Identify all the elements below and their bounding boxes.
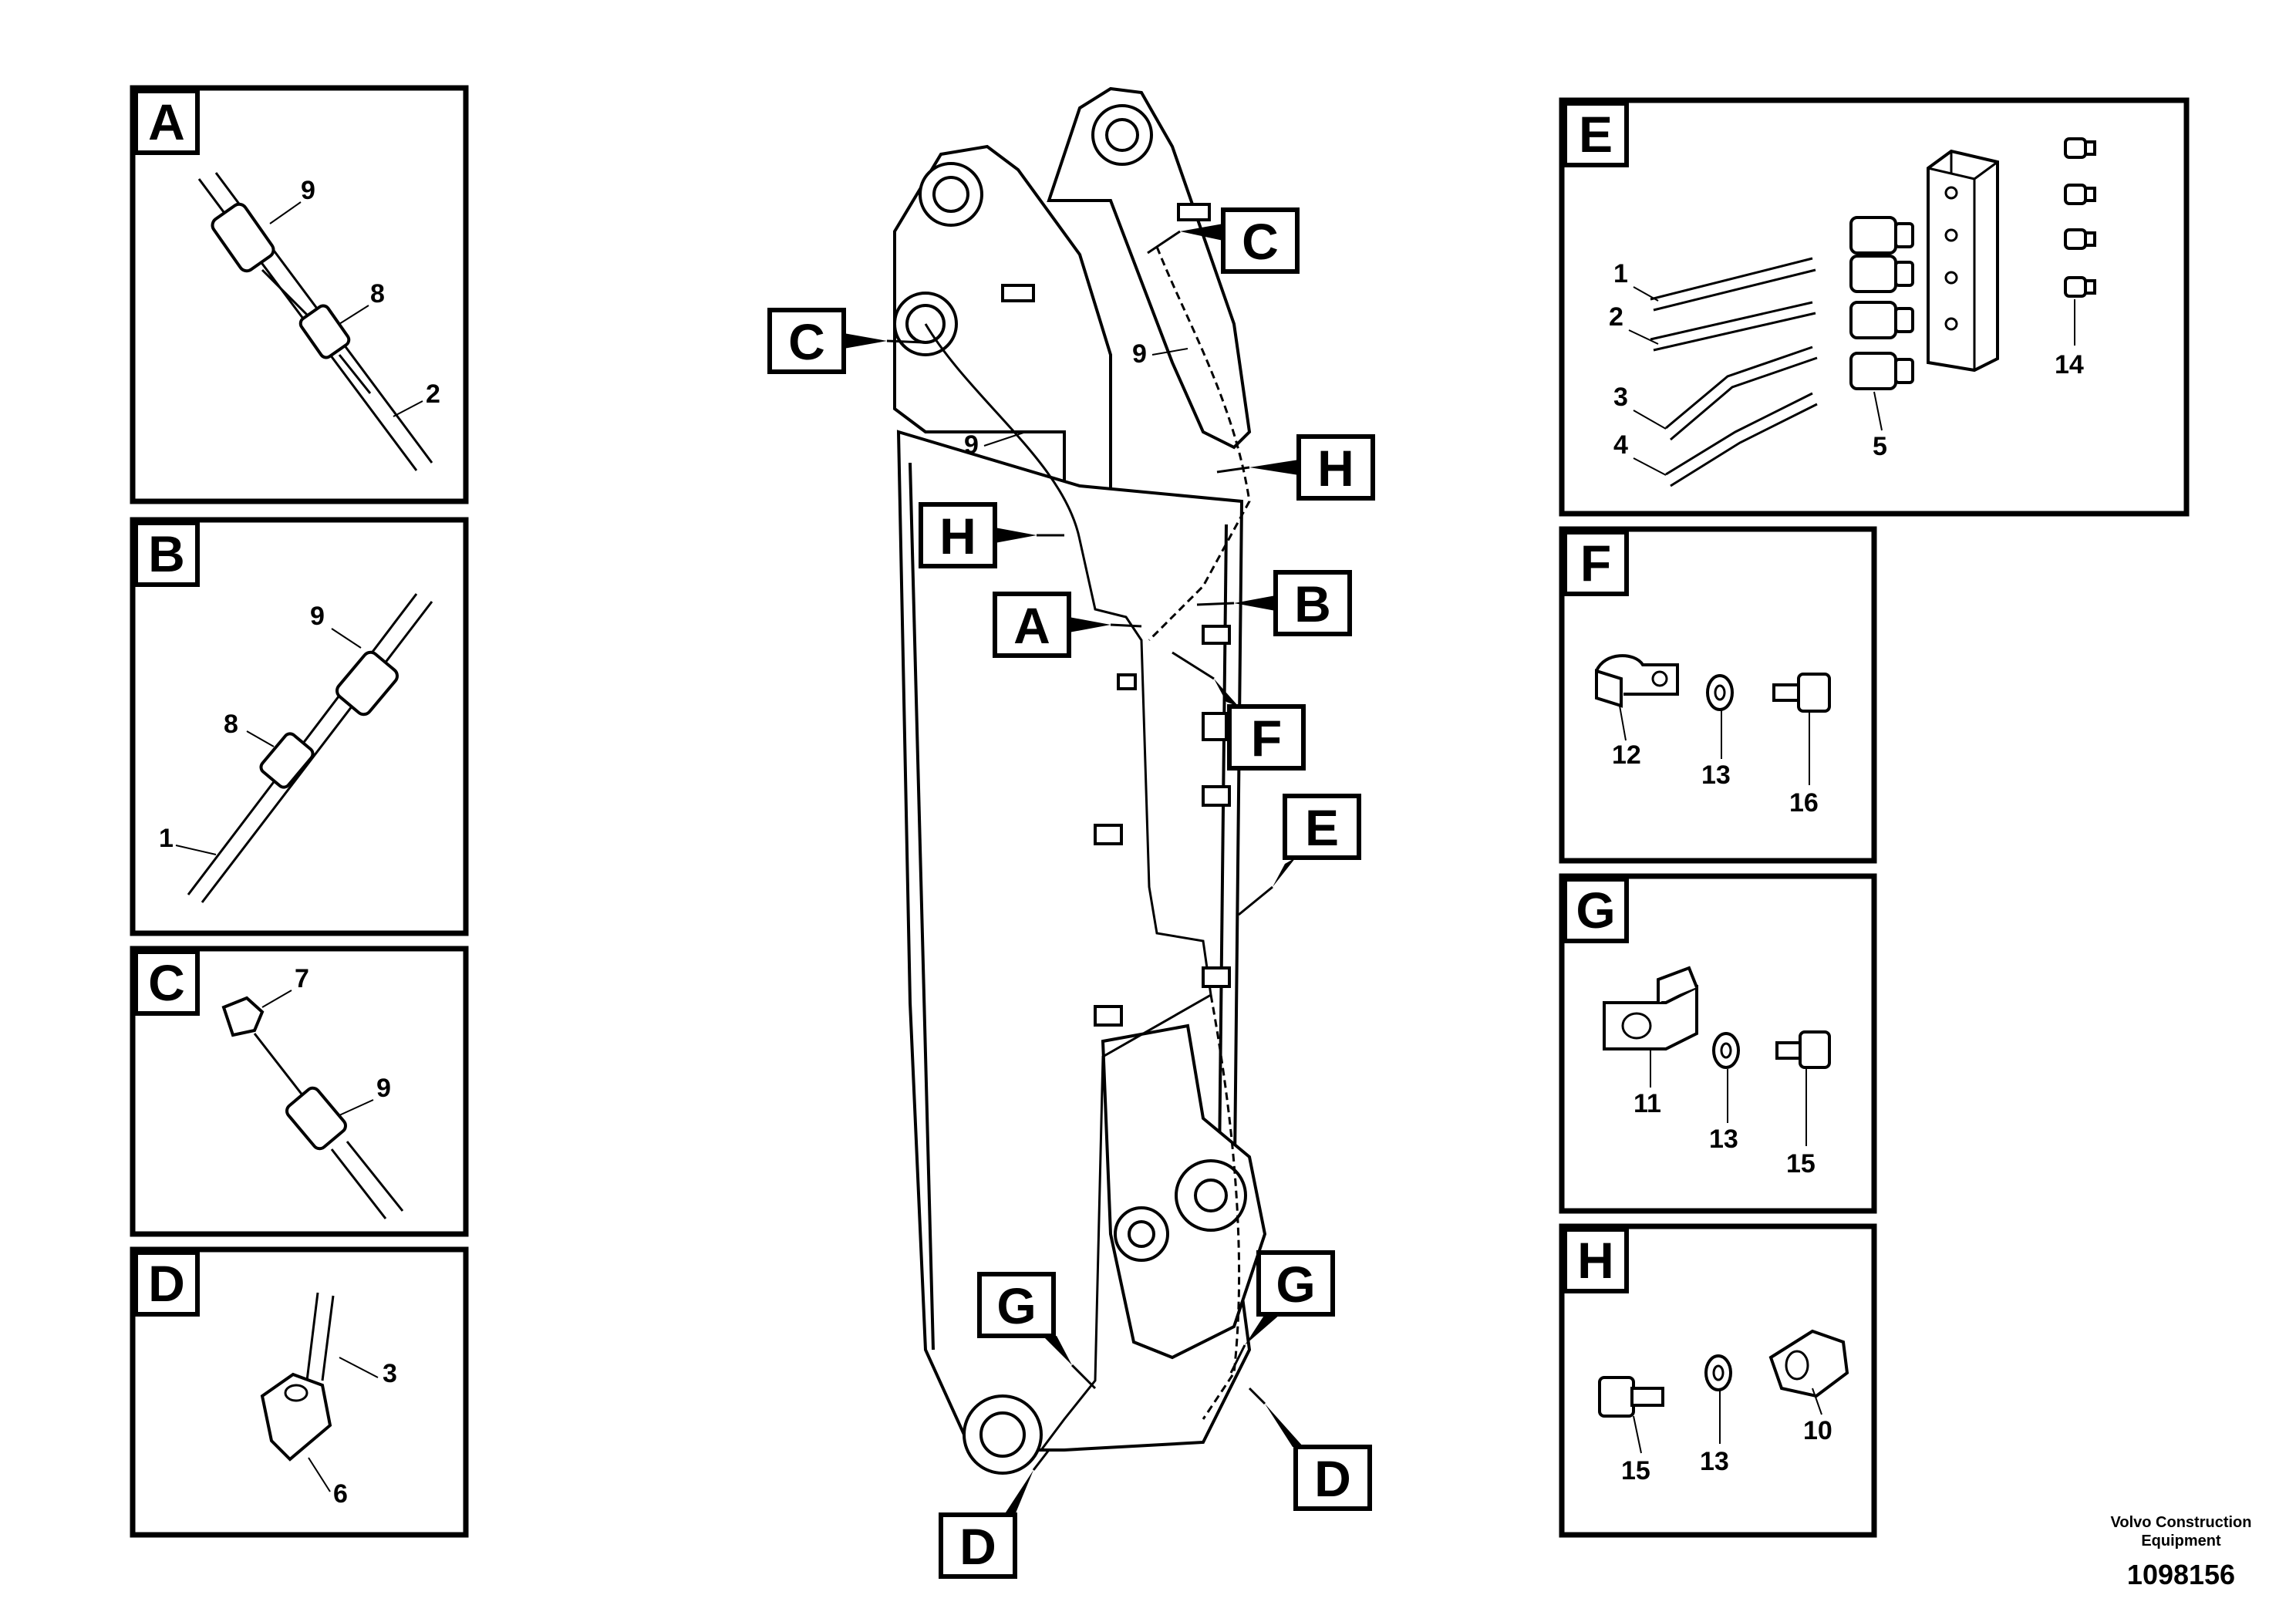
panel-b-letter: B	[148, 525, 185, 582]
callout-letter: C	[1242, 213, 1279, 270]
callout-letter: H	[1317, 440, 1354, 497]
callout-letter: G	[996, 1277, 1036, 1334]
callout-g-left: G	[977, 1272, 1097, 1390]
callout-letter: B	[1294, 575, 1331, 632]
detail-panel-h: H 15 13 10	[1559, 1223, 1877, 1538]
callout-b: B	[1196, 570, 1352, 636]
callout-d-left: D	[939, 1449, 1050, 1579]
adapter-8-icon	[259, 732, 315, 789]
panel-d-label-6: 6	[333, 1479, 348, 1509]
panel-b-label-1: 1	[159, 824, 174, 853]
panel-e-label-3: 3	[1613, 383, 1628, 412]
panel-a-letter: A	[148, 93, 185, 150]
boom-drawing	[893, 86, 1267, 1475]
detail-panel-b: B 9 8 1	[130, 517, 469, 936]
panel-f-label-12: 12	[1612, 740, 1641, 770]
detail-panel-g: G 11 13 15	[1559, 873, 1877, 1214]
panel-h-label-15: 15	[1621, 1456, 1650, 1485]
panel-d-letter: D	[148, 1255, 185, 1312]
callout-c-left: C	[767, 308, 925, 374]
panel-g-letter: G	[1576, 882, 1615, 939]
detail-panel-e: E	[1559, 97, 2190, 517]
panel-f-letter: F	[1580, 534, 1611, 592]
callout-letter: E	[1305, 799, 1339, 856]
panel-c-label-9: 9	[376, 1074, 391, 1103]
panel-a-label-8: 8	[370, 279, 385, 309]
panel-f-label-16: 16	[1789, 788, 1819, 818]
callout-letter: C	[788, 313, 825, 370]
callout-h-left: H	[919, 502, 1064, 568]
fitting-5-icon	[1849, 216, 1914, 390]
company-name-line1: Volvo Construction	[2111, 1514, 2252, 1531]
panel-c-label-7: 7	[295, 964, 309, 993]
hose-fitting-9-icon	[335, 650, 399, 717]
plug-14-icon	[2064, 137, 2096, 298]
panel-g-label-15: 15	[1786, 1149, 1816, 1179]
adapter-8-icon	[298, 304, 351, 359]
panel-f-label-13: 13	[1701, 760, 1731, 790]
panel-g-label-13: 13	[1709, 1125, 1738, 1154]
bolt-16-icon	[1772, 673, 1831, 713]
callout-letter: D	[1314, 1450, 1351, 1507]
bolt-15-icon	[1598, 1376, 1664, 1418]
bolt-15-icon	[1775, 1030, 1831, 1069]
hose-fitting-9-icon	[285, 1086, 347, 1151]
panel-h-letter: H	[1577, 1232, 1614, 1289]
callout-f: F	[1172, 651, 1306, 771]
detail-panel-c: C 7 9	[130, 946, 469, 1237]
clamp-12-icon	[1595, 654, 1679, 708]
panel-c-letter: C	[148, 954, 185, 1011]
callout-letter: G	[1276, 1256, 1315, 1313]
footer-block: Volvo Construction Equipment 1098156	[2111, 1514, 2252, 1590]
panel-e-label-5: 5	[1873, 432, 1887, 461]
main-label-9-left: 9	[964, 430, 979, 460]
callout-g-right: G	[1229, 1250, 1335, 1374]
drawing-number: 1098156	[2127, 1559, 2235, 1590]
manifold-block-icon	[1927, 149, 1999, 373]
panel-e-letter: E	[1579, 106, 1613, 163]
panel-g-label-11: 11	[1633, 1089, 1661, 1118]
elbow-fitting-7-icon	[221, 996, 265, 1037]
panel-e-label-2: 2	[1609, 302, 1623, 332]
clamp-10-icon	[1768, 1329, 1849, 1398]
elbow-fitting-6-icon	[260, 1372, 332, 1462]
detail-panel-f: F 12 13 16	[1559, 526, 1877, 864]
panel-h-label-13: 13	[1700, 1447, 1729, 1476]
callout-a: A	[993, 592, 1142, 658]
callout-letter: F	[1251, 710, 1282, 767]
panel-e-label-14: 14	[2055, 350, 2084, 379]
panel-e-label-4: 4	[1613, 430, 1628, 460]
callout-c-top-right: C	[1147, 207, 1300, 274]
panel-a-label-9: 9	[301, 176, 315, 205]
callout-letter: D	[959, 1518, 996, 1575]
panel-e-label-1: 1	[1613, 259, 1628, 288]
hose-fitting-9-icon	[211, 202, 275, 273]
callout-letter: A	[1013, 597, 1050, 654]
company-name-line2: Equipment	[2141, 1533, 2221, 1549]
callout-h-right: H	[1216, 434, 1375, 501]
callout-d-right: D	[1248, 1387, 1372, 1511]
main-label-9-right: 9	[1132, 339, 1147, 369]
panel-d-label-3: 3	[383, 1359, 397, 1388]
detail-panel-d: D 3 6	[130, 1246, 469, 1538]
panel-b-label-8: 8	[224, 710, 238, 739]
callout-letter: H	[939, 508, 976, 565]
detail-panel-a: A 9 8 2	[130, 85, 469, 504]
panel-h-label-10: 10	[1803, 1416, 1832, 1445]
callout-e: E	[1238, 794, 1361, 916]
panel-a-label-2: 2	[426, 379, 440, 409]
panel-b-label-9: 9	[310, 602, 325, 631]
